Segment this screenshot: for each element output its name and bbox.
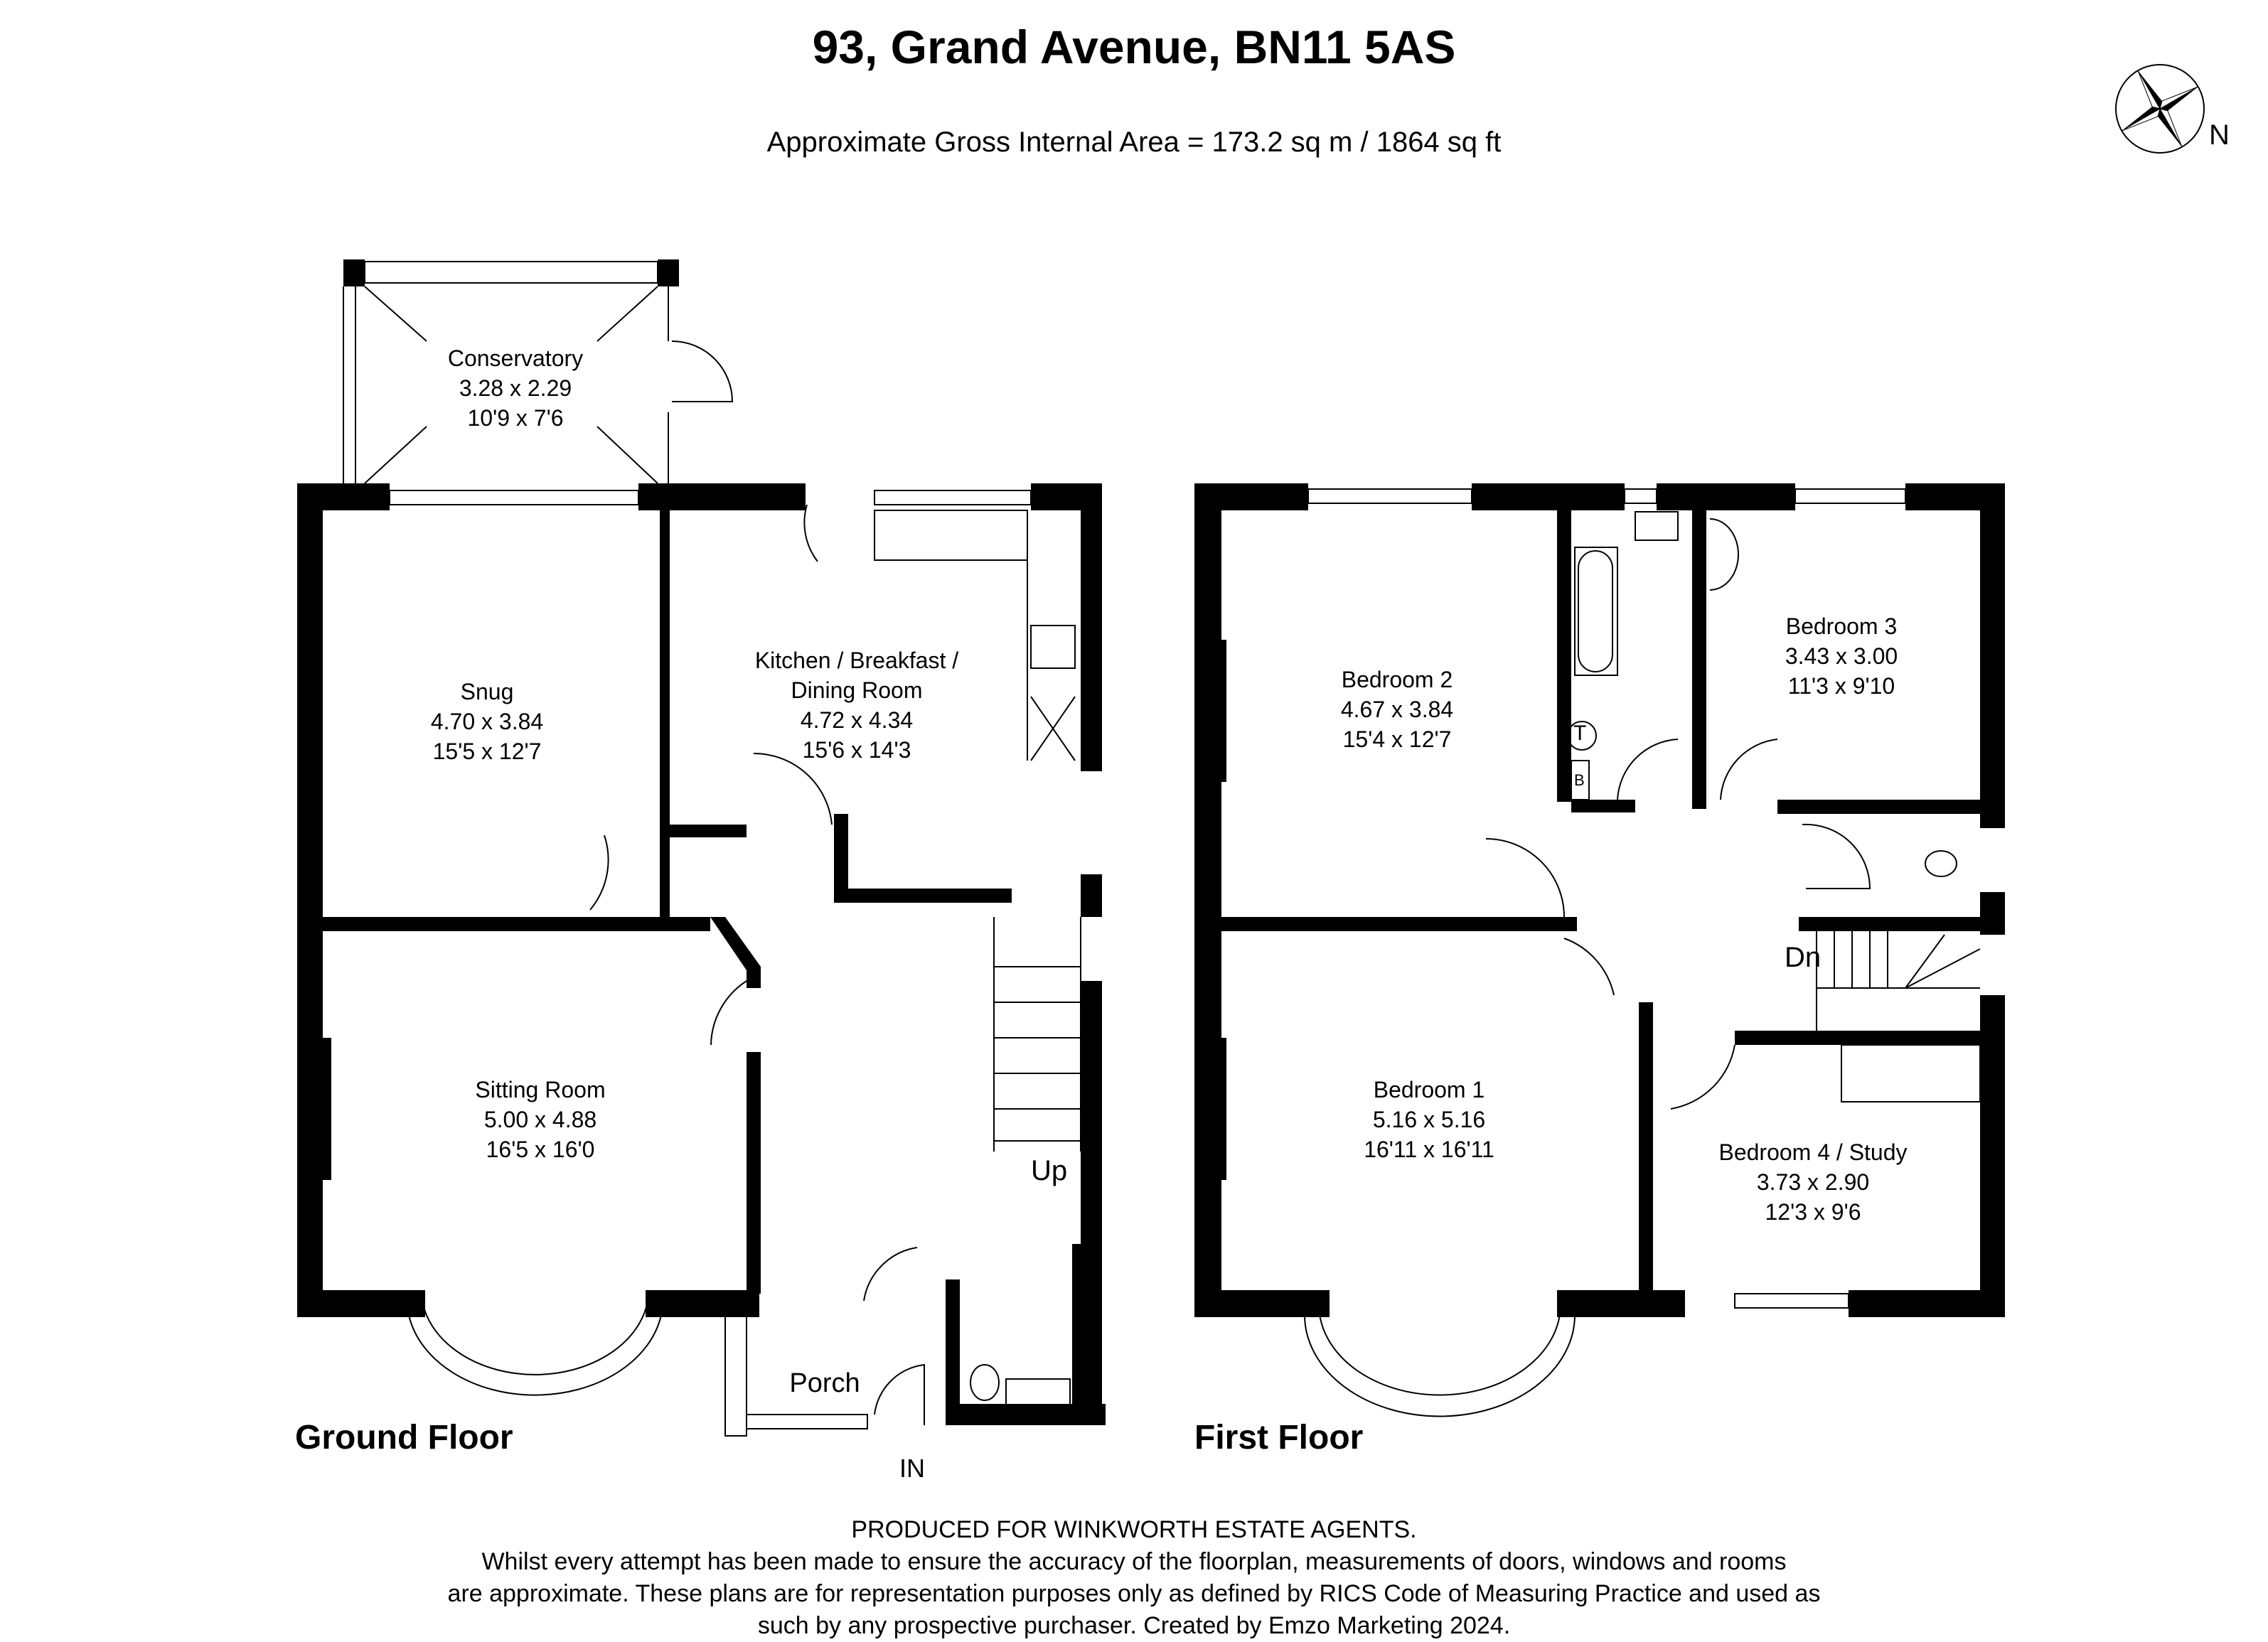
room-name: Bedroom 4 / Study bbox=[1718, 1139, 1908, 1165]
room-bedroom-3: Bedroom 3 3.43 x 3.00 11'3 x 9'10 bbox=[1785, 611, 1898, 701]
room-metric: 5.16 x 5.16 bbox=[1372, 1107, 1486, 1132]
room-metric: 3.73 x 2.90 bbox=[1756, 1169, 1870, 1195]
room-bedroom-4-study: Bedroom 4 / Study 3.73 x 2.90 12'3 x 9'6 bbox=[1718, 1137, 1907, 1227]
producer-line: PRODUCED FOR WINKWORTH ESTATE AGENTS. bbox=[851, 1516, 1417, 1543]
gross-internal-area: Approximate Gross Internal Area = 173.2 … bbox=[766, 127, 1502, 158]
room-imperial: 16'11 x 16'11 bbox=[1364, 1137, 1494, 1162]
room-imperial: 16'5 x 16'0 bbox=[486, 1137, 595, 1162]
ground-floor-lines bbox=[343, 261, 1081, 1437]
room-name: Snug bbox=[460, 679, 514, 704]
room-name-line2: Dining Room bbox=[791, 677, 923, 703]
room-metric: 3.28 x 2.29 bbox=[459, 375, 572, 401]
room-imperial: 15'4 x 12'7 bbox=[1342, 726, 1452, 752]
first-floor-lines bbox=[1304, 488, 1981, 1417]
stairs-up-label: Up bbox=[1031, 1155, 1068, 1186]
tank-label: T bbox=[1573, 721, 1587, 745]
room-imperial: 15'5 x 12'7 bbox=[432, 739, 542, 764]
room-imperial: 12'3 x 9'6 bbox=[1765, 1199, 1861, 1225]
room-metric: 3.43 x 3.00 bbox=[1785, 643, 1898, 669]
property-address-title: 93, Grand Avenue, BN11 5AS bbox=[812, 21, 1456, 73]
room-name: Bedroom 3 bbox=[1785, 613, 1898, 639]
room-imperial: 15'6 x 14'3 bbox=[802, 737, 911, 763]
first-floor-label: First Floor bbox=[1194, 1419, 1364, 1456]
room-metric: 4.70 x 3.84 bbox=[430, 709, 544, 734]
room-conservatory: Conservatory 3.28 x 2.29 10'9 x 7'6 bbox=[448, 343, 583, 433]
compass-rose-icon bbox=[2115, 64, 2205, 154]
room-metric: 4.72 x 4.34 bbox=[800, 707, 914, 733]
room-name: Sitting Room bbox=[475, 1077, 606, 1102]
room-name: Porch bbox=[789, 1368, 860, 1398]
room-metric: 5.00 x 4.88 bbox=[483, 1107, 597, 1132]
stairs-down-label: Dn bbox=[1785, 942, 1822, 973]
ground-floor-label: Ground Floor bbox=[295, 1419, 513, 1456]
ground-floor-walls bbox=[297, 259, 1106, 1425]
room-imperial: 11'3 x 9'10 bbox=[1787, 673, 1895, 699]
room-sitting-room: Sitting Room 5.00 x 4.88 16'5 x 16'0 bbox=[475, 1075, 605, 1164]
room-porch: Porch bbox=[789, 1368, 860, 1398]
first-floor-walls bbox=[1194, 483, 2005, 1317]
room-bedroom-2: Bedroom 2 4.67 x 3.84 15'4 x 12'7 bbox=[1341, 665, 1453, 754]
disclaimer-footer: PRODUCED FOR WINKWORTH ESTATE AGENTS. Wh… bbox=[0, 1514, 2268, 1642]
room-name: Conservatory bbox=[447, 345, 584, 371]
room-imperial: 10'9 x 7'6 bbox=[467, 405, 564, 431]
room-name: Bedroom 1 bbox=[1373, 1077, 1485, 1102]
entrance-label: IN bbox=[899, 1454, 925, 1483]
room-kitchen-breakfast-dining: Kitchen / Breakfast / Dining Room 4.72 x… bbox=[755, 645, 958, 765]
north-label: N bbox=[2209, 119, 2230, 151]
room-name: Kitchen / Breakfast / bbox=[754, 648, 959, 673]
room-name: Bedroom 2 bbox=[1341, 667, 1453, 692]
disclaimer-line-2: are approximate. These plans are for rep… bbox=[447, 1580, 1821, 1607]
room-metric: 4.67 x 3.84 bbox=[1340, 697, 1454, 722]
boiler-label: B bbox=[1574, 771, 1585, 789]
disclaimer-line-1: Whilst every attempt has been made to en… bbox=[481, 1548, 1787, 1575]
disclaimer-line-3: such by any prospective purchaser. Creat… bbox=[757, 1612, 1511, 1639]
room-bedroom-1: Bedroom 1 5.16 x 5.16 16'11 x 16'11 bbox=[1364, 1075, 1494, 1164]
room-snug: Snug 4.70 x 3.84 15'5 x 12'7 bbox=[431, 677, 543, 766]
